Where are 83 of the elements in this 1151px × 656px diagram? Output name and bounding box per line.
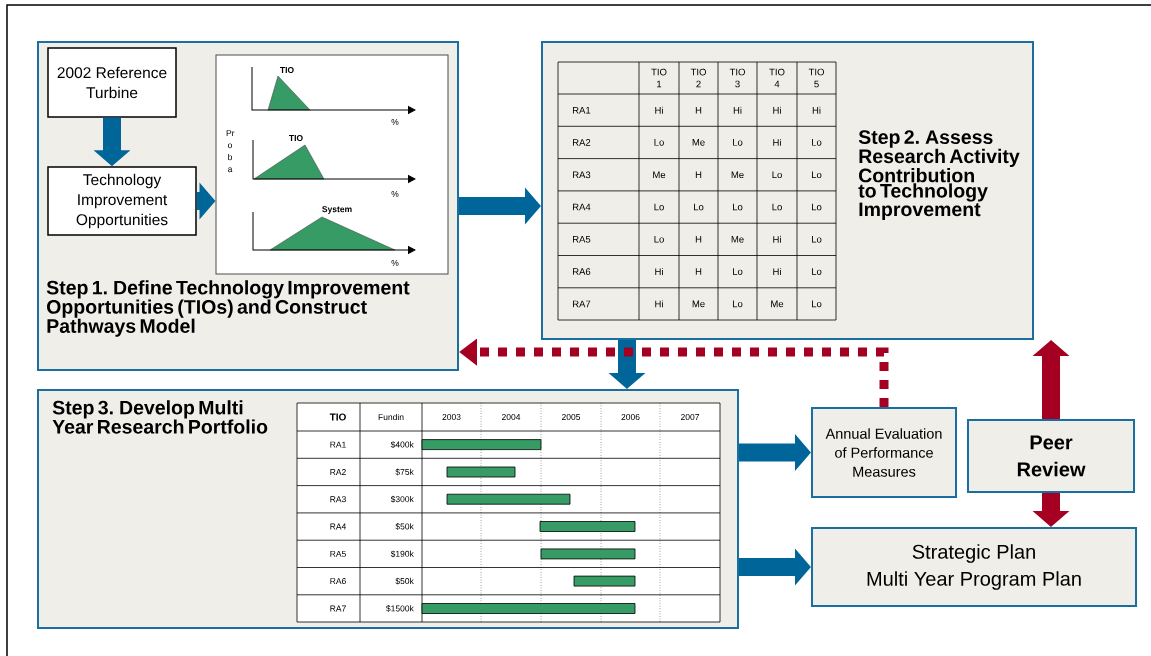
table-header: TIO 3	[729, 68, 745, 88]
rating-text: Hi	[773, 106, 781, 114]
table-header: TIO 4	[769, 68, 785, 88]
rating-text: Hi	[812, 106, 821, 114]
row-label: RA5	[330, 550, 346, 557]
rating-text: H	[695, 106, 702, 114]
rating-text: Hi	[655, 300, 663, 308]
axis-label: Pr o b a	[226, 130, 235, 173]
rating-text: Lo	[733, 300, 743, 308]
rating-text: Lo	[812, 236, 822, 243]
rating-text: Lo	[812, 300, 822, 308]
table-header: Fundin	[378, 413, 404, 421]
rating-text: Hi	[655, 106, 663, 114]
rating-text: Lo	[772, 203, 782, 211]
rating-text: H	[695, 236, 702, 243]
funding-text: $50k	[395, 523, 414, 530]
row-label: RA6	[330, 578, 346, 585]
rating-text: Me	[731, 171, 744, 179]
funding-text: $50k	[395, 577, 414, 585]
process-box: Technology Improvement Opportunities	[47, 166, 197, 236]
row-label: RA2	[573, 139, 591, 146]
table-header: 2005	[562, 414, 581, 420]
table-header: 2006	[621, 414, 640, 420]
chart-label: %	[391, 119, 399, 125]
rating-text: Lo	[812, 203, 822, 211]
rating-text: H	[695, 268, 702, 275]
rating-text: Lo	[733, 139, 743, 146]
rating-text: Hi	[773, 235, 781, 243]
review-box: Peer Review	[967, 419, 1135, 493]
row-label: RA6	[573, 268, 591, 275]
rating-text: Me	[731, 236, 744, 243]
rating-text: Me	[771, 300, 784, 308]
row-label: RA2	[330, 469, 346, 475]
rating-text: Me	[692, 139, 705, 146]
rating-text: Lo	[654, 139, 664, 146]
rating-text: Lo	[654, 236, 664, 243]
table-header: 2007	[681, 414, 700, 420]
row-label: RA4	[330, 523, 347, 530]
rating-text: Lo	[733, 268, 743, 275]
rating-text: Hi	[733, 106, 742, 114]
row-label: RA3	[330, 496, 346, 503]
funding-text: $400k	[390, 441, 414, 449]
table-header: TIO 1	[651, 68, 667, 88]
rating-text: Lo	[733, 203, 743, 211]
row-label: RA5	[573, 236, 591, 243]
row-label: RA3	[573, 171, 591, 179]
rating-text: Lo	[694, 203, 704, 211]
funding-text: $300k	[390, 495, 414, 503]
rating-text: H	[695, 171, 702, 179]
chart-label: %	[391, 191, 399, 197]
row-label: RA1	[330, 441, 346, 448]
chart-label: TIO	[280, 67, 294, 73]
rating-text: Lo	[654, 203, 664, 211]
rating-text: Hi	[773, 268, 781, 276]
table-header: 2004	[502, 414, 521, 420]
table-header: TIO 2	[690, 68, 706, 88]
row-label: RA7	[330, 605, 346, 612]
funding-text: $190k	[390, 550, 414, 558]
process-box: 2002 Reference Turbine	[47, 47, 177, 118]
funding-text: $75k	[395, 468, 414, 476]
rating-text: Hi	[655, 268, 663, 276]
evaluation-box: Annual Evaluation of Performance Measures	[811, 407, 957, 498]
row-label: RA4	[573, 203, 591, 211]
rating-text: Hi	[773, 138, 781, 146]
rating-text: Lo	[812, 171, 822, 179]
rating-text: Lo	[812, 139, 822, 146]
rating-text: Lo	[772, 171, 782, 179]
row-label: RA1	[573, 106, 591, 114]
funding-text: $1500k	[386, 605, 414, 612]
table-header: 2003	[442, 414, 461, 420]
chart-label: %	[391, 260, 399, 266]
table-header: TIO	[329, 413, 346, 421]
chart-label: TIO	[289, 135, 303, 141]
rating-text: Me	[692, 300, 705, 308]
step-title: Step 2. Assess Research Activity Contribution to Technology Improvement	[858, 130, 1020, 221]
rating-text: Me	[653, 171, 666, 179]
chart-label: System	[322, 206, 352, 214]
table-header: TIO 5	[808, 68, 824, 88]
row-label: RA7	[573, 300, 591, 308]
rating-text: Lo	[812, 268, 822, 275]
plan-box: Strategic Plan Multi Year Program Plan	[811, 527, 1137, 607]
step-title: Step 1. Define Technology Improvement Opportunities (TIOs) and Construct Pathways Model	[46, 280, 410, 337]
step-title: Step 3. Develop Multi Year Research Portfolio	[52, 400, 268, 434]
